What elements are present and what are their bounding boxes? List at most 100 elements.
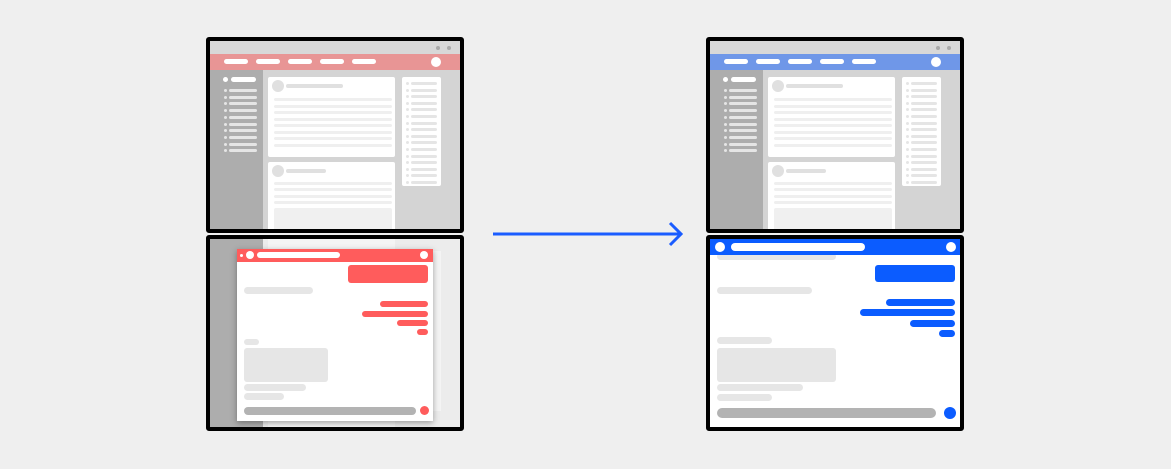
panel-item-dot-icon[interactable]: [906, 128, 909, 132]
nav-item[interactable]: [224, 59, 248, 64]
panel-item-dot-icon[interactable]: [906, 108, 909, 112]
message-input[interactable]: [244, 407, 416, 415]
panel-item-dot-icon[interactable]: [406, 148, 409, 151]
sidebar-item[interactable]: [729, 149, 757, 153]
panel-item-dot-icon[interactable]: [406, 82, 409, 85]
message-input[interactable]: [717, 408, 936, 418]
panel-item[interactable]: [411, 115, 437, 118]
sidebar-item[interactable]: [229, 135, 257, 139]
panel-item[interactable]: [911, 167, 937, 171]
panel-item[interactable]: [411, 128, 437, 132]
sidebar-item-dot-icon[interactable]: [724, 135, 727, 139]
nav-item[interactable]: [756, 59, 780, 64]
sidebar-item[interactable]: [729, 95, 757, 99]
panel-item-dot-icon[interactable]: [406, 95, 409, 99]
panel-item[interactable]: [911, 128, 937, 132]
nav-item[interactable]: [852, 59, 876, 64]
send-button[interactable]: [944, 407, 956, 419]
panel-item-dot-icon[interactable]: [406, 154, 409, 158]
sidebar-item[interactable]: [729, 129, 757, 133]
panel-item-dot-icon[interactable]: [406, 174, 409, 178]
sidebar-item-dot-icon[interactable]: [224, 142, 227, 146]
panel-item[interactable]: [911, 88, 937, 92]
sidebar-item[interactable]: [229, 149, 257, 153]
panel-item[interactable]: [911, 181, 937, 184]
sidebar-item-dot-icon[interactable]: [724, 149, 727, 153]
sidebar-item[interactable]: [229, 89, 257, 92]
panel-item[interactable]: [411, 141, 437, 145]
send-button[interactable]: [420, 406, 429, 415]
panel-item-dot-icon[interactable]: [906, 174, 909, 178]
sidebar-item-dot-icon[interactable]: [224, 122, 227, 126]
panel-item[interactable]: [911, 115, 937, 118]
sidebar-item[interactable]: [229, 129, 257, 133]
nav-item[interactable]: [724, 59, 748, 64]
sidebar-item[interactable]: [229, 95, 257, 99]
nav-item[interactable]: [788, 59, 812, 64]
panel-item-dot-icon[interactable]: [906, 88, 909, 92]
sidebar-item[interactable]: [729, 142, 757, 146]
panel-item[interactable]: [911, 161, 937, 165]
chat-popup-window[interactable]: [237, 249, 433, 421]
sidebar-item-dot-icon[interactable]: [724, 122, 727, 126]
close-icon[interactable]: [946, 242, 956, 252]
nav-item[interactable]: [288, 59, 312, 64]
panel-item[interactable]: [411, 148, 437, 151]
panel-item-dot-icon[interactable]: [406, 181, 409, 184]
profile-avatar-icon[interactable]: [931, 57, 941, 67]
panel-item[interactable]: [411, 154, 437, 158]
panel-item[interactable]: [411, 95, 437, 99]
nav-item[interactable]: [256, 59, 280, 64]
panel-item[interactable]: [411, 134, 437, 138]
panel-item[interactable]: [411, 108, 437, 112]
sidebar-item-dot-icon[interactable]: [724, 102, 727, 106]
panel-item-dot-icon[interactable]: [906, 154, 909, 158]
panel-item[interactable]: [911, 108, 937, 112]
panel-item-dot-icon[interactable]: [406, 108, 409, 112]
panel-item-dot-icon[interactable]: [406, 141, 409, 145]
sidebar-item-dot-icon[interactable]: [724, 109, 727, 113]
sidebar-item[interactable]: [729, 122, 757, 126]
sidebar-item-dot-icon[interactable]: [724, 129, 727, 133]
nav-item[interactable]: [820, 59, 844, 64]
nav-item[interactable]: [352, 59, 376, 64]
panel-item-dot-icon[interactable]: [406, 121, 409, 125]
panel-item[interactable]: [911, 174, 937, 178]
panel-item[interactable]: [411, 161, 437, 165]
panel-item[interactable]: [411, 167, 437, 171]
panel-item-dot-icon[interactable]: [406, 128, 409, 132]
panel-item-dot-icon[interactable]: [906, 95, 909, 99]
panel-item[interactable]: [911, 101, 937, 105]
panel-item[interactable]: [411, 88, 437, 92]
panel-item[interactable]: [411, 174, 437, 178]
profile-avatar-icon[interactable]: [431, 57, 441, 67]
sidebar-item-dot-icon[interactable]: [724, 115, 727, 119]
sidebar-item-dot-icon[interactable]: [724, 142, 727, 146]
panel-item[interactable]: [911, 154, 937, 158]
panel-item-dot-icon[interactable]: [906, 101, 909, 105]
panel-item-dot-icon[interactable]: [406, 88, 409, 92]
sidebar-item-dot-icon[interactable]: [224, 129, 227, 133]
sidebar-item-dot-icon[interactable]: [224, 115, 227, 119]
panel-item[interactable]: [911, 95, 937, 99]
panel-item-dot-icon[interactable]: [406, 161, 409, 165]
panel-item[interactable]: [411, 101, 437, 105]
sidebar-item[interactable]: [729, 135, 757, 139]
close-icon[interactable]: [420, 251, 428, 259]
panel-item-dot-icon[interactable]: [906, 141, 909, 145]
sidebar-item-dot-icon[interactable]: [224, 89, 227, 92]
panel-item[interactable]: [411, 181, 437, 184]
panel-item-dot-icon[interactable]: [406, 115, 409, 118]
panel-item-dot-icon[interactable]: [906, 181, 909, 184]
panel-item-dot-icon[interactable]: [906, 82, 909, 85]
panel-item-dot-icon[interactable]: [906, 148, 909, 151]
panel-item[interactable]: [911, 141, 937, 145]
sidebar-item[interactable]: [729, 109, 757, 113]
panel-item-dot-icon[interactable]: [406, 101, 409, 105]
panel-item-dot-icon[interactable]: [406, 134, 409, 138]
panel-item-dot-icon[interactable]: [406, 167, 409, 171]
sidebar-item[interactable]: [729, 115, 757, 119]
sidebar-item[interactable]: [229, 122, 257, 126]
sidebar-item-dot-icon[interactable]: [224, 135, 227, 139]
panel-item[interactable]: [911, 82, 937, 85]
